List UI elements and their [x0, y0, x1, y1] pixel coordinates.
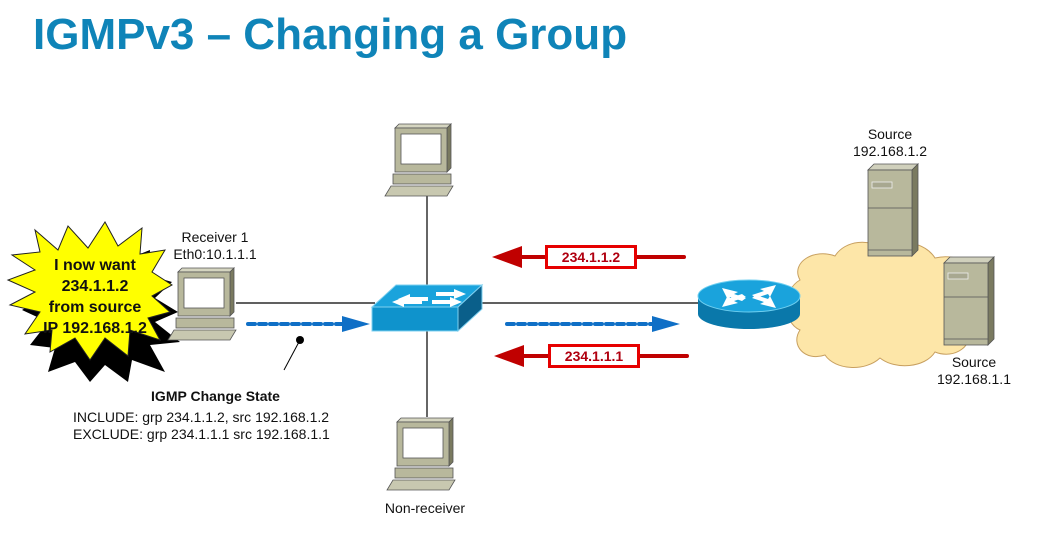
source-server-bottom-icon[interactable] — [943, 256, 995, 346]
traffic-arrowhead-upper — [492, 246, 522, 268]
callout-leader — [283, 339, 301, 371]
change-state-exclude: EXCLUDE: grp 234.1.1.1 src 192.168.1.1 — [73, 426, 330, 442]
source-server-top-icon[interactable] — [867, 163, 919, 257]
report-arrowhead-right — [652, 316, 680, 332]
source-bottom-ip: 192.168.1.1 — [937, 371, 1011, 387]
burst-callout — [6, 221, 173, 361]
page-title: IGMPv3 – Changing a Group — [33, 10, 628, 59]
change-state-include: INCLUDE: grp 234.1.1.2, src 192.168.1.2 — [73, 409, 330, 425]
top-pc-icon[interactable] — [384, 123, 454, 197]
source-top-label: Source 192.168.1.2 — [830, 126, 950, 160]
burst-line: IP 192.168.1.2 — [43, 320, 147, 337]
burst-line: I now want — [54, 257, 136, 274]
source-top-title: Source — [867, 126, 913, 142]
router-icon[interactable] — [697, 279, 801, 329]
change-state-heading: IGMP Change State — [151, 388, 280, 404]
source-bottom-label: Source 192.168.1.1 — [914, 354, 1034, 388]
burst-text: I now want 234.1.1.2 from source IP 192.… — [20, 255, 170, 339]
non-receiver-pc-icon[interactable] — [386, 417, 456, 491]
burst-line: 234.1.1.2 — [61, 278, 129, 295]
source-bottom-title: Source — [951, 354, 997, 370]
traffic-arrowhead-lower — [494, 345, 524, 367]
source-top-ip: 192.168.1.2 — [853, 143, 927, 159]
receiver-interface: Eth0:10.1.1.1 — [173, 246, 257, 262]
report-arrowhead-left — [342, 316, 370, 332]
receiver-label: Receiver 1 Eth0:10.1.1.1 — [160, 229, 270, 263]
igmp-change-state: IGMP Change State INCLUDE: grp 234.1.1.2… — [73, 388, 358, 443]
group-tag-upper: 234.1.1.2 — [545, 245, 637, 269]
burst-line: from source — [48, 299, 142, 316]
receiver-pc-icon[interactable] — [167, 267, 237, 341]
group-tag-lower: 234.1.1.1 — [548, 344, 640, 368]
receiver-name: Receiver 1 — [181, 229, 249, 245]
non-receiver-label: Non-receiver — [384, 500, 466, 516]
switch-icon[interactable] — [370, 283, 484, 333]
